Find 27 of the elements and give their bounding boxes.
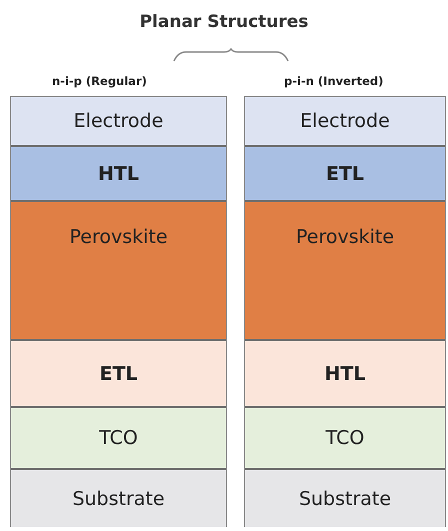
diagram-title: Planar Structures bbox=[138, 12, 310, 32]
layer-band bbox=[11, 339, 226, 406]
layer-label: HTL bbox=[98, 162, 139, 184]
layer-band bbox=[11, 200, 226, 339]
layer-label: Electrode bbox=[74, 110, 164, 132]
layer-label: HTL bbox=[324, 362, 366, 384]
layer-band bbox=[245, 406, 445, 468]
stack-heading: n-i-p (Regular) bbox=[52, 73, 147, 90]
layer-label: Substrate bbox=[72, 488, 165, 510]
layer-band bbox=[245, 339, 445, 406]
layer-label: ETL bbox=[99, 362, 138, 384]
layer-band bbox=[245, 97, 445, 145]
layer-band bbox=[11, 406, 226, 468]
layer-band bbox=[245, 200, 445, 339]
layer-label: ETL bbox=[326, 162, 364, 184]
layer-label: Substrate bbox=[298, 488, 392, 510]
layer-label: Perovskite bbox=[69, 226, 168, 248]
stack-heading: p-i-n (Inverted) bbox=[284, 73, 384, 90]
layer-band bbox=[245, 145, 445, 200]
layer-label: Perovskite bbox=[296, 226, 394, 248]
layer-band bbox=[11, 468, 226, 527]
layer-label: Electrode bbox=[300, 110, 390, 132]
layer-label: TCO bbox=[99, 427, 138, 449]
layer-band bbox=[11, 145, 226, 200]
layer-label: TCO bbox=[326, 427, 364, 449]
layer-band bbox=[245, 468, 445, 527]
layer-band bbox=[11, 97, 226, 145]
